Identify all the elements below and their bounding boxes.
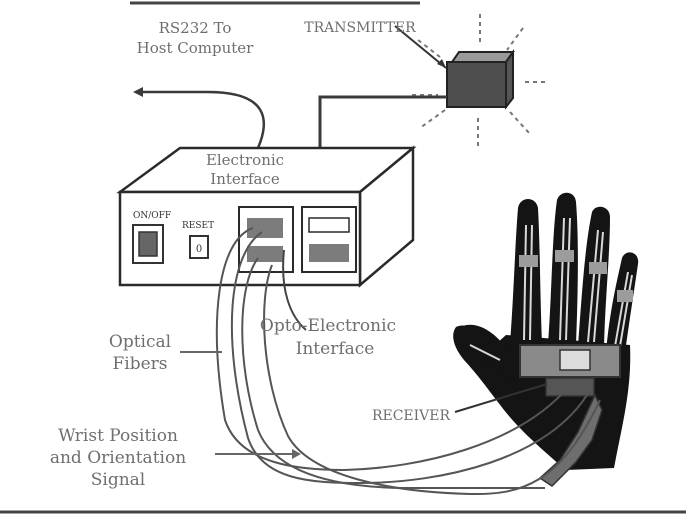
rs232-arrowhead xyxy=(133,87,143,97)
wrist-label-line3: Signal xyxy=(91,470,146,490)
wrist-leader-arrowhead xyxy=(292,449,301,459)
opto-connector-left xyxy=(238,206,294,273)
reset-button xyxy=(189,235,209,259)
rs232-label-line1: RS232 To xyxy=(159,19,232,37)
rs232-label-line2: Host Computer xyxy=(137,39,255,57)
interface-label-line2: Interface xyxy=(210,170,280,188)
transmitter-label: TRANSMITTER xyxy=(304,20,416,36)
opto-label-line1: Opto-Electronic xyxy=(260,316,396,336)
opto-leader-line xyxy=(282,249,307,331)
transmitter-leader-arrowhead xyxy=(437,59,446,68)
receiver-leader-line xyxy=(454,383,548,413)
receiver-label: RECEIVER xyxy=(372,408,451,424)
fibers-label-line2: Fibers xyxy=(112,354,167,374)
on-off-switch xyxy=(132,224,164,264)
onoff-label: ON/OFF xyxy=(133,211,171,221)
transmitter-icon xyxy=(412,14,548,146)
opto-label-line2: Interface xyxy=(296,339,375,359)
transmitter-leader-line xyxy=(394,25,447,69)
reset-key-label: 0 xyxy=(196,244,202,255)
optical-fiber-bundle xyxy=(215,227,601,496)
rs232-cable xyxy=(140,90,266,149)
wrist-label-line1: Wrist Position xyxy=(58,426,178,446)
opto-connector-right xyxy=(301,206,357,273)
interface-label-line1: Electronic xyxy=(206,151,284,169)
wrist-label-line2: and Orientation xyxy=(50,448,186,468)
reset-label: RESET xyxy=(182,221,214,231)
fibers-label-line1: Optical xyxy=(109,332,171,352)
data-glove-hand xyxy=(453,192,639,487)
